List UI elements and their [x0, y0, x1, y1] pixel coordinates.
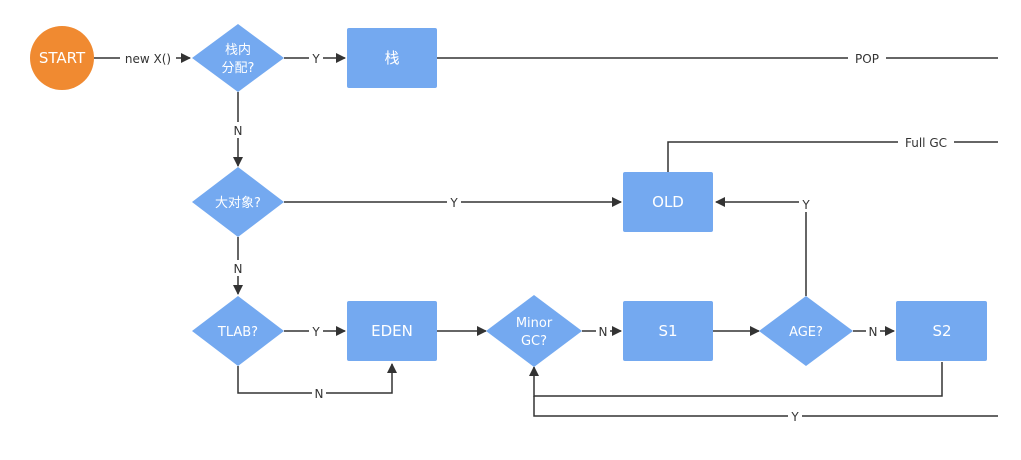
edge-s2-to-minor-gc: [529, 362, 943, 397]
label-s2-yes: Y: [790, 410, 799, 424]
node-s1: S1: [623, 301, 713, 361]
node-s1-label: S1: [658, 322, 677, 340]
label-age-no: N: [869, 325, 878, 339]
node-stack-decision-line2: 分配?: [222, 61, 255, 76]
node-tlab: TLAB?: [192, 296, 284, 366]
label-new-x: new X(): [125, 52, 171, 66]
node-old: OLD: [623, 172, 713, 232]
node-minor-gc-line2: GC?: [521, 334, 547, 349]
node-minor-gc: Minor GC?: [486, 295, 582, 367]
node-eden: EDEN: [347, 301, 437, 361]
edge-age-yes: [715, 197, 807, 296]
label-stack-no: N: [234, 124, 243, 138]
node-eden-label: EDEN: [371, 322, 413, 340]
label-minor-gc-no: N: [599, 325, 608, 339]
edge-full-gc: [667, 141, 998, 172]
label-tlab-no: N: [315, 387, 324, 401]
node-minor-gc-line1: Minor: [516, 316, 553, 331]
edge-labels: new X() Y POP N Y N Y N N N Y Full GC Y: [120, 50, 954, 424]
edge-bottom-yes: [533, 396, 998, 417]
label-large-yes: Y: [449, 196, 458, 210]
node-s2-label: S2: [932, 322, 951, 340]
node-start: START: [30, 26, 94, 90]
label-tlab-yes: Y: [311, 325, 320, 339]
node-stack-decision: 栈内 分配?: [192, 24, 284, 92]
node-tlab-label: TLAB?: [217, 325, 258, 340]
edges: [94, 53, 998, 417]
node-large-object: 大对象?: [192, 167, 284, 237]
node-s2: S2: [896, 301, 987, 361]
node-age: AGE?: [759, 296, 853, 366]
node-old-label: OLD: [652, 193, 684, 211]
label-age-yes: Y: [801, 198, 810, 212]
label-large-no: N: [234, 262, 243, 276]
node-start-label: START: [39, 49, 86, 67]
node-stack-label: 栈: [384, 49, 399, 67]
label-pop: POP: [855, 52, 879, 66]
node-age-label: AGE?: [789, 325, 823, 340]
label-stack-yes: Y: [311, 52, 320, 66]
node-stack-decision-line1: 栈内: [225, 42, 251, 58]
node-large-object-label: 大对象?: [215, 196, 261, 211]
node-stack: 栈: [347, 28, 437, 88]
label-full-gc: Full GC: [905, 136, 947, 150]
